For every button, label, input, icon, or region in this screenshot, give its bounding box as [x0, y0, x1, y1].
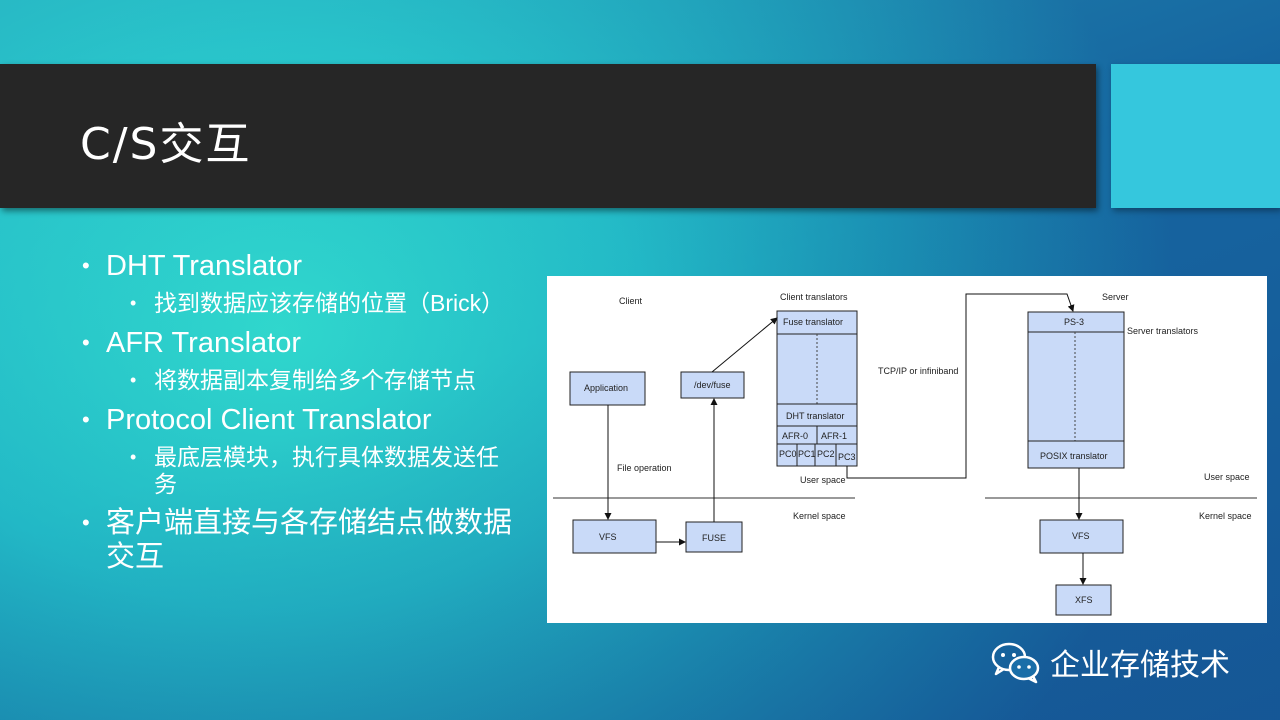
bullet-list: DHT Translator 找到数据应该存储的位置（Brick） AFR Tr…	[82, 248, 552, 580]
server-translator-stack	[1027, 311, 1125, 469]
dht-translator-label: DHT translator	[786, 411, 844, 421]
user-space-right-label: User space	[1204, 472, 1250, 482]
ps3-label: PS-3	[1064, 317, 1084, 327]
xfs-label: XFS	[1075, 595, 1093, 605]
pc0-label: PC0	[779, 449, 797, 459]
diagram-svg: Client Client translators Server Applica…	[553, 292, 1257, 616]
file-operation-label: File operation	[617, 463, 672, 473]
posix-translator-label: POSIX translator	[1040, 451, 1108, 461]
fuse-box	[685, 521, 743, 553]
sub-bullet-dht: 找到数据应该存储的位置（Brick）	[130, 290, 552, 317]
dev-fuse-box	[680, 371, 745, 399]
arrow-dev-fuse-to-translator	[711, 317, 778, 373]
client-translators-label: Client translators	[780, 292, 848, 302]
kernel-space-right-label: Kernel space	[1199, 511, 1252, 521]
fuse-translator-label: Fuse translator	[783, 317, 843, 327]
kernel-space-left-label: Kernel space	[793, 511, 846, 521]
pc1-label: PC1	[798, 449, 816, 459]
dev-fuse-label: /dev/fuse	[694, 380, 731, 390]
user-space-left-label: User space	[800, 475, 846, 485]
xfs-box	[1055, 584, 1112, 616]
brand-watermark: 企业存储技术	[990, 640, 1230, 684]
bullet-client-interaction: 客户端直接与各存储结点做数据交互	[82, 506, 526, 574]
vfs-right-box	[1039, 519, 1124, 554]
fuse-label: FUSE	[702, 533, 726, 543]
application-label: Application	[584, 383, 628, 393]
pc2-label: PC2	[817, 449, 835, 459]
afr1-label: AFR-1	[821, 431, 847, 441]
bullet-dht: DHT Translator	[82, 248, 552, 284]
title-accent-block	[1111, 64, 1280, 208]
bullet-afr: AFR Translator	[82, 325, 552, 361]
server-label: Server	[1102, 292, 1129, 302]
application-box	[569, 371, 646, 406]
network-link	[846, 293, 1075, 479]
sub-bullet-afr: 将数据副本复制给多个存储节点	[130, 367, 552, 394]
afr0-label: AFR-0	[782, 431, 808, 441]
vfs-left-label: VFS	[599, 532, 617, 542]
sub-bullet-protocol-client: 最底层模块，执行具体数据发送任务	[130, 444, 504, 498]
wechat-icon	[991, 642, 1040, 684]
server-translators-label: Server translators	[1127, 326, 1199, 336]
bullet-protocol-client: Protocol Client Translator	[82, 402, 552, 438]
pc3-label: PC3	[838, 452, 856, 462]
slide-title: C/S交互	[80, 119, 252, 170]
title-bar	[0, 64, 1096, 208]
vfs-right-label: VFS	[1072, 531, 1090, 541]
tcp-ip-label: TCP/IP or infiniband	[878, 366, 958, 376]
glusterfs-architecture-diagram: Client Client translators Server Applica…	[547, 276, 1267, 623]
brand-name: 企业存储技术	[1050, 648, 1230, 683]
client-label: Client	[619, 296, 643, 306]
vfs-left-box	[572, 519, 657, 554]
